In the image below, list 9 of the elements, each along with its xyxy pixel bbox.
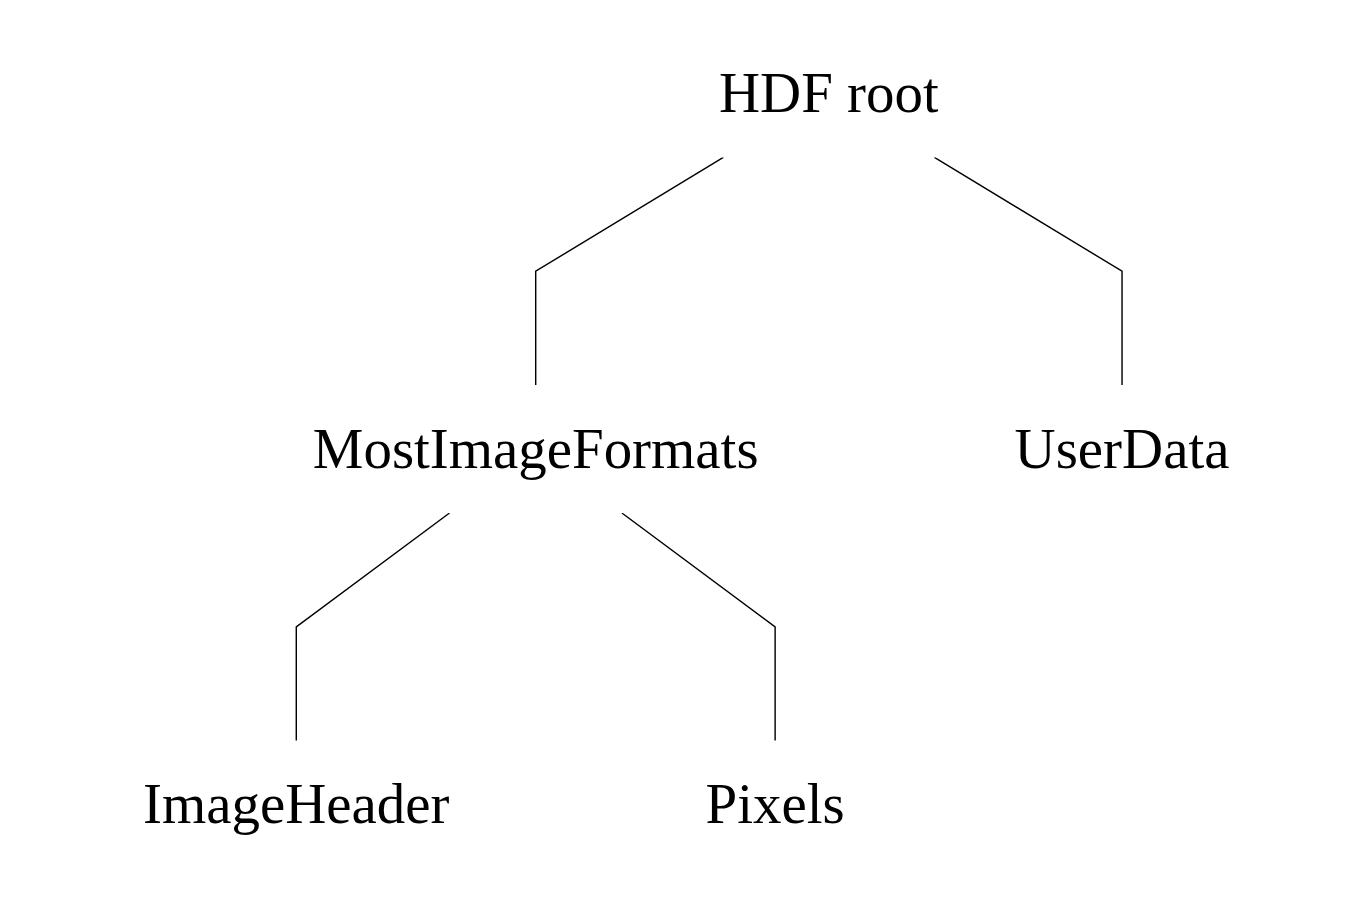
node-text: UserData	[1014, 416, 1230, 481]
node-text: MostImageFormats	[312, 416, 759, 481]
node-text: ImageHeader	[142, 771, 450, 836]
connector	[933, 156, 1123, 386]
node-text: Pixels	[705, 771, 845, 836]
node-text: HDF root	[718, 60, 939, 125]
connector	[620, 512, 776, 742]
connector	[534, 156, 724, 386]
connector	[295, 512, 450, 742]
